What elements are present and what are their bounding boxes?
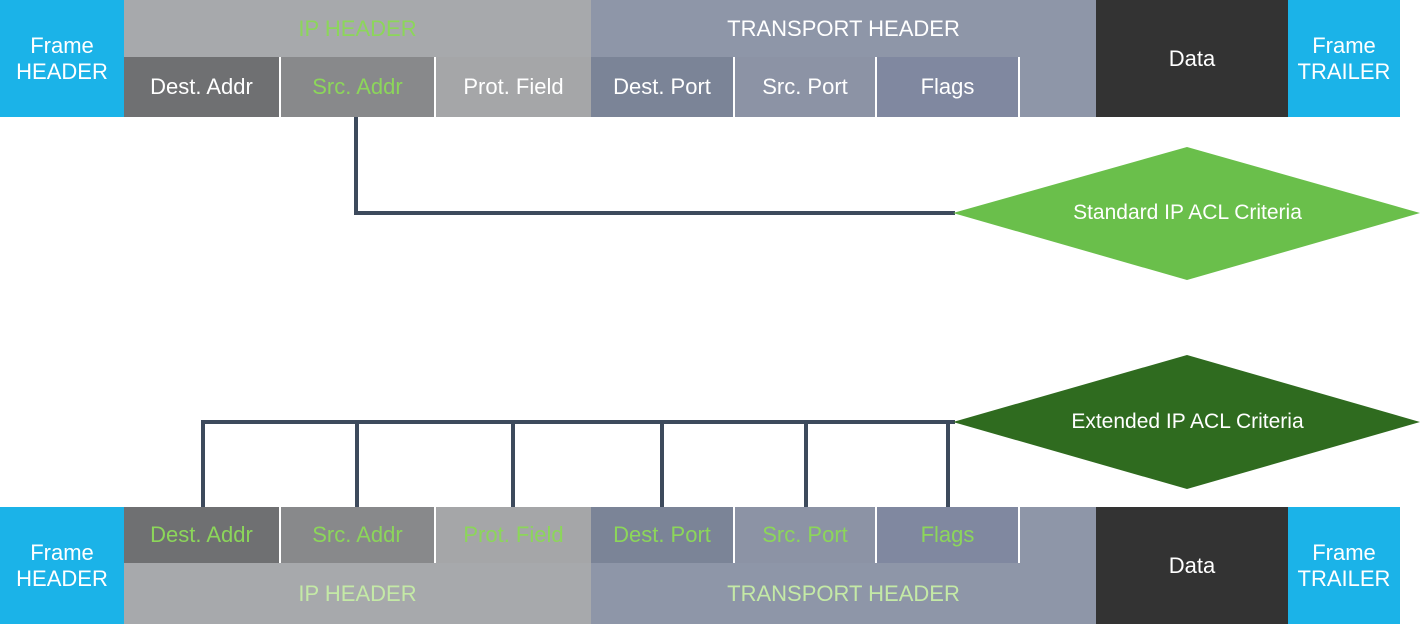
bottom-field-dest-port: Dest. Port [591, 507, 735, 563]
bottom-frame-trailer-line1: Frame [1312, 540, 1376, 566]
extended-criteria-label: Extended IP ACL Criteria [1071, 410, 1304, 433]
bottom-data-block: Data [1096, 507, 1288, 624]
bottom-frame-header-line2: HEADER [16, 565, 108, 591]
top-field-blank [1020, 57, 1096, 117]
top-field-prot-field: Prot. Field [436, 57, 591, 117]
top-data-block: Data [1096, 0, 1288, 117]
standard-connector-line [354, 117, 955, 215]
top-transport-header: TRANSPORT HEADER [591, 0, 1096, 57]
top-frame-header-line1: Frame [30, 33, 94, 59]
top-field-dest-port: Dest. Port [591, 57, 735, 117]
bottom-frame-trailer: Frame TRAILER [1288, 507, 1400, 624]
top-frame-trailer-line2: TRAILER [1297, 58, 1391, 84]
top-field-src-addr: Src. Addr [281, 57, 436, 117]
bottom-field-src-addr: Src. Addr [281, 507, 436, 563]
top-frame-trailer-line1: Frame [1312, 33, 1376, 59]
bottom-field-prot-field: Prot. Field [436, 507, 591, 563]
top-frame-header-line2: HEADER [16, 58, 108, 84]
bottom-frame-header: Frame HEADER [0, 507, 124, 624]
top-frame-header: Frame HEADER [0, 0, 124, 117]
bottom-transport-header: TRANSPORT HEADER [591, 563, 1096, 624]
bottom-frame-header-line1: Frame [30, 540, 94, 566]
bottom-field-dest-addr: Dest. Addr [124, 507, 281, 563]
bottom-field-blank [1020, 507, 1096, 563]
bottom-ip-header: IP HEADER [124, 563, 591, 624]
extended-connector-bus [201, 420, 955, 507]
standard-criteria-label: Standard IP ACL Criteria [1073, 201, 1302, 224]
top-frame-trailer: Frame TRAILER [1288, 0, 1400, 117]
bottom-field-flags: Flags [877, 507, 1020, 563]
bottom-frame-trailer-line2: TRAILER [1297, 565, 1391, 591]
top-ip-header: IP HEADER [124, 0, 591, 57]
bottom-field-src-port: Src. Port [735, 507, 877, 563]
top-field-dest-addr: Dest. Addr [124, 57, 281, 117]
top-field-flags: Flags [877, 57, 1020, 117]
top-field-src-port: Src. Port [735, 57, 877, 117]
extended-criteria-diamond [953, 355, 1420, 489]
standard-criteria-diamond [953, 147, 1420, 280]
